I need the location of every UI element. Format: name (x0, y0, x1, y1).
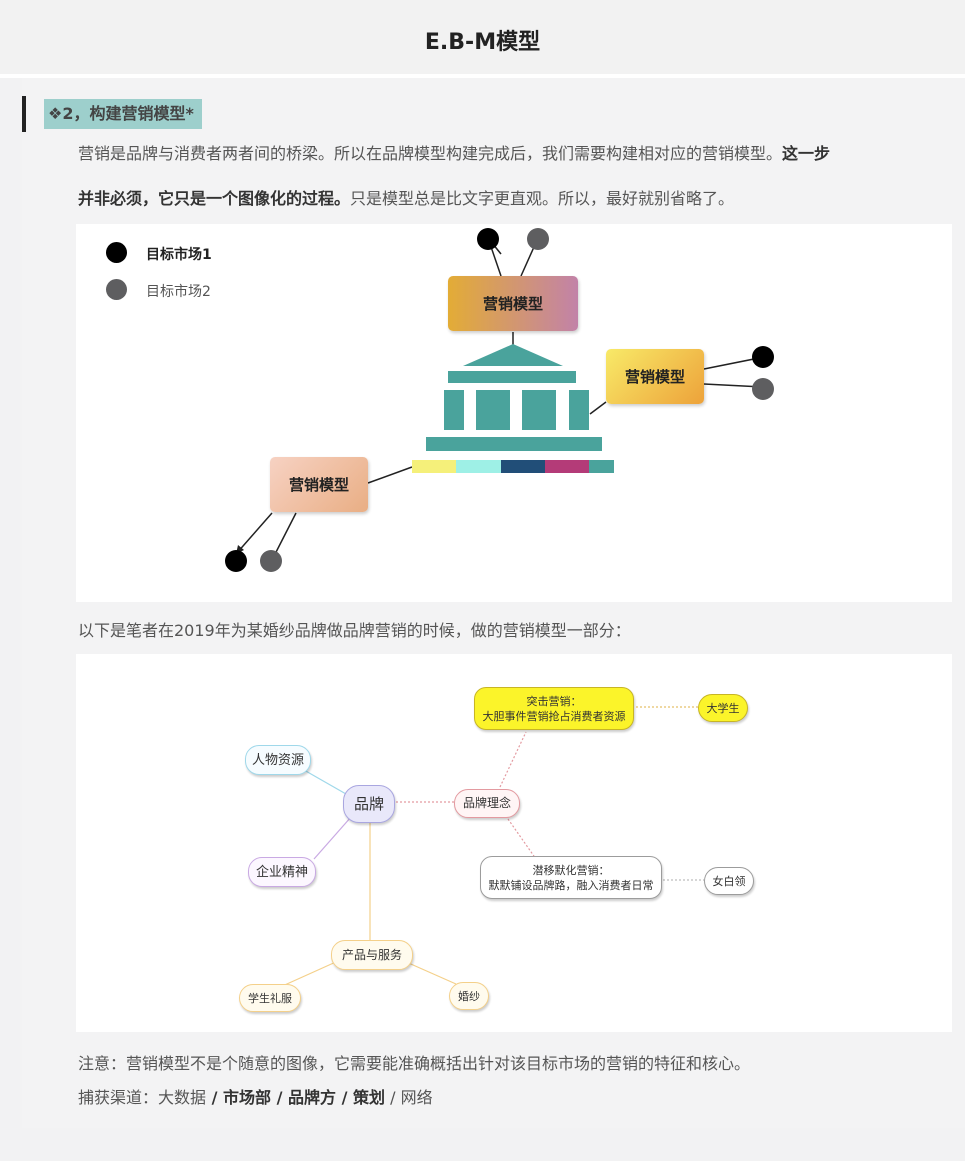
market-2-dot-left (260, 550, 282, 572)
channels-paragraph: 捕获渠道：大数据 / 市场部 / 品牌方 / 策划 / 网络 (78, 1087, 433, 1109)
link-product-wedding (403, 960, 457, 985)
connector-left-1 (235, 512, 273, 555)
market-1-dot-top (477, 228, 499, 250)
channel-separator: / (206, 1088, 224, 1107)
building-column-3 (522, 390, 556, 430)
marketing-model-box-right: 营销模型 (606, 349, 704, 404)
marketing-model-diagram: 目标市场1 目标市场2 营销模型 营销模型 营销模型 (76, 224, 952, 602)
link-brand-spirit (313, 816, 352, 860)
market-2-dot-top (527, 228, 549, 250)
diagram1-connectors (235, 237, 765, 561)
node-wedding-dress: 婚纱 (449, 982, 489, 1010)
intro-bold-text-2: 并非必须，它只是一个图像化的过程。 (78, 189, 351, 208)
building-column-4 (569, 390, 589, 430)
brand-mind-map: 人物资源 品牌 企业精神 品牌理念 突击营销： 大胆事件营销抢占消费者资源 大学… (76, 654, 952, 1032)
section-heading: ❖2，构建营销模型* (44, 99, 202, 129)
channel-separator: / (336, 1088, 354, 1107)
strip-magenta (545, 460, 589, 473)
node-college-students: 大学生 (698, 694, 748, 722)
node-brand-concept: 品牌理念 (454, 789, 520, 818)
building-roof (463, 344, 563, 366)
link-product-dress (277, 960, 339, 989)
channel-brand-owner: 品牌方 (288, 1088, 337, 1107)
marketing-model-box-top: 营销模型 (448, 276, 578, 331)
strip-yellow (412, 460, 456, 473)
case-intro-paragraph: 以下是笔者在2019年为某婚纱品牌做品牌营销的时候，做的营销模型一部分： (78, 621, 631, 640)
channel-planning: 策划 (353, 1088, 386, 1107)
building-column-2 (476, 390, 510, 430)
intro-text: 营销是品牌与消费者两者间的桥梁。所以在品牌模型构建完成后，我们需要构建相对应的营… (78, 144, 783, 163)
node-human-resources: 人物资源 (245, 745, 311, 775)
blitz-title: 突击营销： (526, 694, 582, 708)
strip-cyan (456, 460, 501, 473)
intro-text-2: 只是模型总是比文字更直观。所以，最好就别省略了。 (350, 189, 735, 208)
intro-paragraph-line-2: 并非必须，它只是一个图像化的过程。只是模型总是比文字更直观。所以，最好就别省略了… (78, 188, 734, 210)
strip-navy (501, 460, 545, 473)
building-base (426, 437, 602, 451)
page-header: E.B-M模型 (0, 0, 965, 78)
channel-separator: / (271, 1088, 289, 1107)
connector-left-building (367, 466, 413, 484)
link-concept-tuji (499, 731, 527, 788)
channel-network: 网络 (400, 1088, 433, 1107)
link-brand-human (303, 769, 347, 795)
subtle-title: 潜移默化营销： (532, 863, 610, 877)
node-corporate-spirit: 企业精神 (248, 857, 316, 887)
channel-separator: / (385, 1088, 401, 1107)
building-column-1 (444, 390, 464, 430)
connector-right-building (589, 401, 607, 415)
building-beam (448, 371, 576, 383)
intro-paragraph-line-1: 营销是品牌与消费者两者间的桥梁。所以在品牌模型构建完成后，我们需要构建相对应的营… (78, 143, 830, 165)
channel-marketing-dept: 市场部 (223, 1088, 272, 1107)
channel-big-data: 大数据 (158, 1088, 207, 1107)
note-paragraph: 注意：营销模型不是个随意的图像，它需要能准确概括出针对该目标市场的营销的特征和核… (78, 1054, 751, 1073)
channels-label: 捕获渠道： (78, 1088, 159, 1107)
market-1-dot-right (752, 346, 774, 368)
subtle-desc: 默默铺设品牌路，融入消费者日常 (488, 878, 654, 892)
strip-teal (589, 460, 614, 473)
node-student-dress: 学生礼服 (239, 984, 301, 1012)
legend-dot-market-2 (106, 279, 127, 300)
mind-map-connectors (277, 706, 704, 989)
node-products-services: 产品与服务 (331, 940, 413, 970)
marketing-model-box-left: 营销模型 (270, 457, 368, 512)
legend-label-market-1: 目标市场1 (146, 247, 212, 263)
market-1-dot-left (225, 550, 247, 572)
legend-dot-market-1 (106, 242, 127, 263)
node-white-collar-women: 女白领 (704, 867, 754, 895)
section-marker (22, 96, 26, 132)
market-2-dot-right (752, 378, 774, 400)
blitz-desc: 大胆事件营销抢占消费者资源 (482, 709, 626, 723)
node-brand-center: 品牌 (343, 785, 395, 823)
node-blitz-marketing: 突击营销： 大胆事件营销抢占消费者资源 (474, 687, 634, 730)
legend-label-market-2: 目标市场2 (146, 284, 211, 300)
intro-bold-text: 这一步 (782, 144, 831, 163)
node-subtle-marketing: 潜移默化营销： 默默铺设品牌路，融入消费者日常 (480, 856, 662, 899)
page-title: E.B-M模型 (424, 30, 541, 55)
link-concept-qianyi (507, 818, 537, 860)
